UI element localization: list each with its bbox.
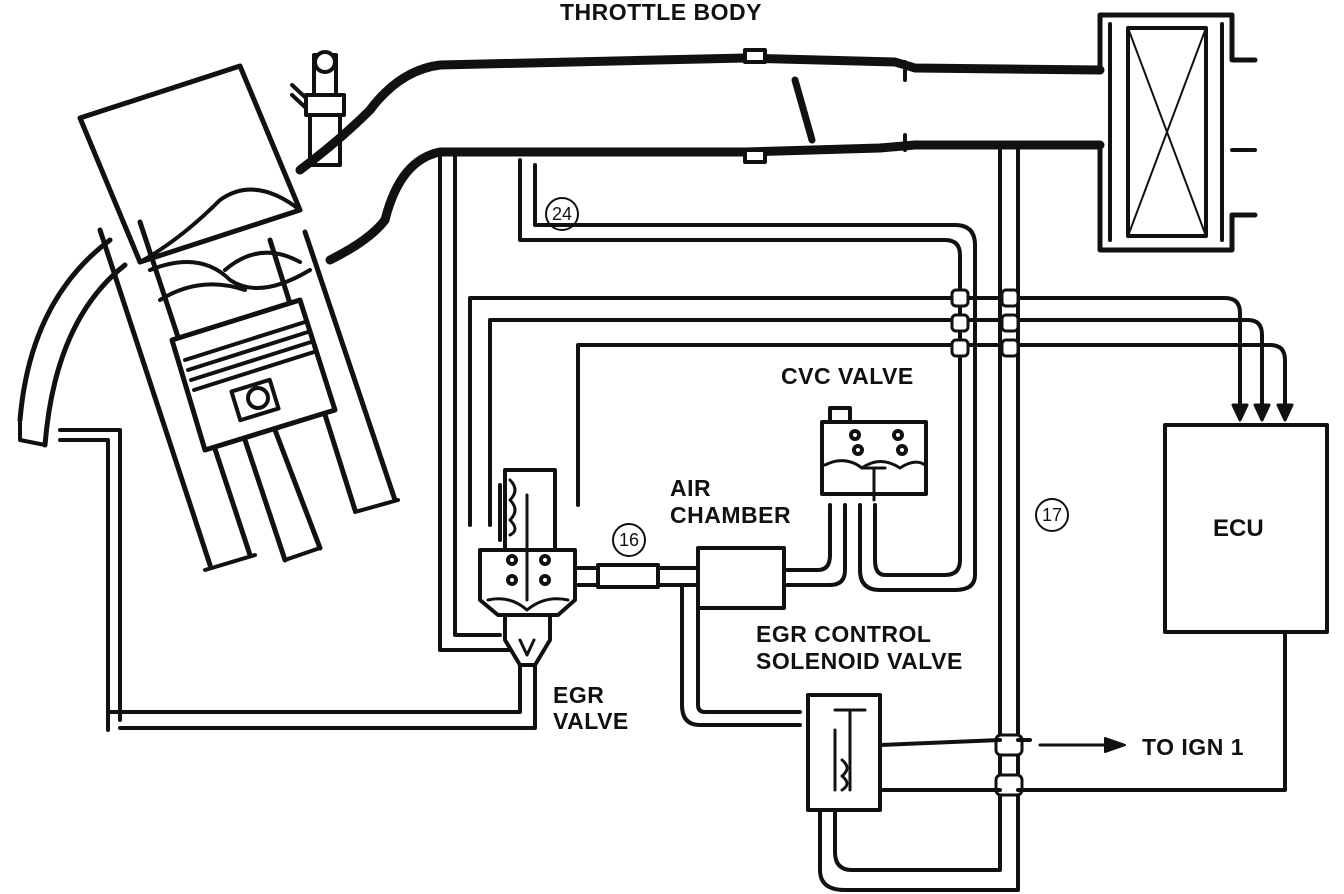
air-chamber <box>596 546 786 610</box>
throttle-body-label: THROTTLE BODY <box>560 0 762 25</box>
air-chamber-label-line2: CHAMBER <box>670 502 792 528</box>
hose-17-callout: 17 <box>1035 498 1069 532</box>
egr-valve <box>478 468 577 667</box>
egr-control-solenoid <box>806 693 882 812</box>
fuel-injector <box>290 50 346 167</box>
egr-control-solenoid-label-line2: SOLENOID VALVE <box>756 648 963 674</box>
egr-valve-label-line2: VALVE <box>553 708 629 734</box>
hose-24-callout: 24 <box>545 197 579 231</box>
intake-manifold <box>295 48 1105 265</box>
ecu-label: ECU <box>1213 515 1264 542</box>
cvc-valve <box>820 406 928 502</box>
air-filter <box>1097 12 1258 253</box>
hose-16-callout: 16 <box>612 523 646 557</box>
ign-arrow <box>1038 737 1126 753</box>
vacuum-hoses <box>108 148 1287 892</box>
engine-cylinder <box>17 63 400 732</box>
egr-control-solenoid-label-line1: EGR CONTROL <box>756 621 932 647</box>
to-ign-label: TO IGN 1 <box>1142 734 1244 760</box>
cvc-valve-label: CVC VALVE <box>781 363 914 389</box>
air-chamber-label-line1: AIR <box>670 475 712 501</box>
ecu-input-arrows <box>1231 403 1294 422</box>
hose-collars <box>950 288 1024 797</box>
ecu-box <box>1163 423 1329 634</box>
egr-valve-label-line1: EGR <box>553 682 605 708</box>
solenoid-wires <box>878 630 1287 792</box>
